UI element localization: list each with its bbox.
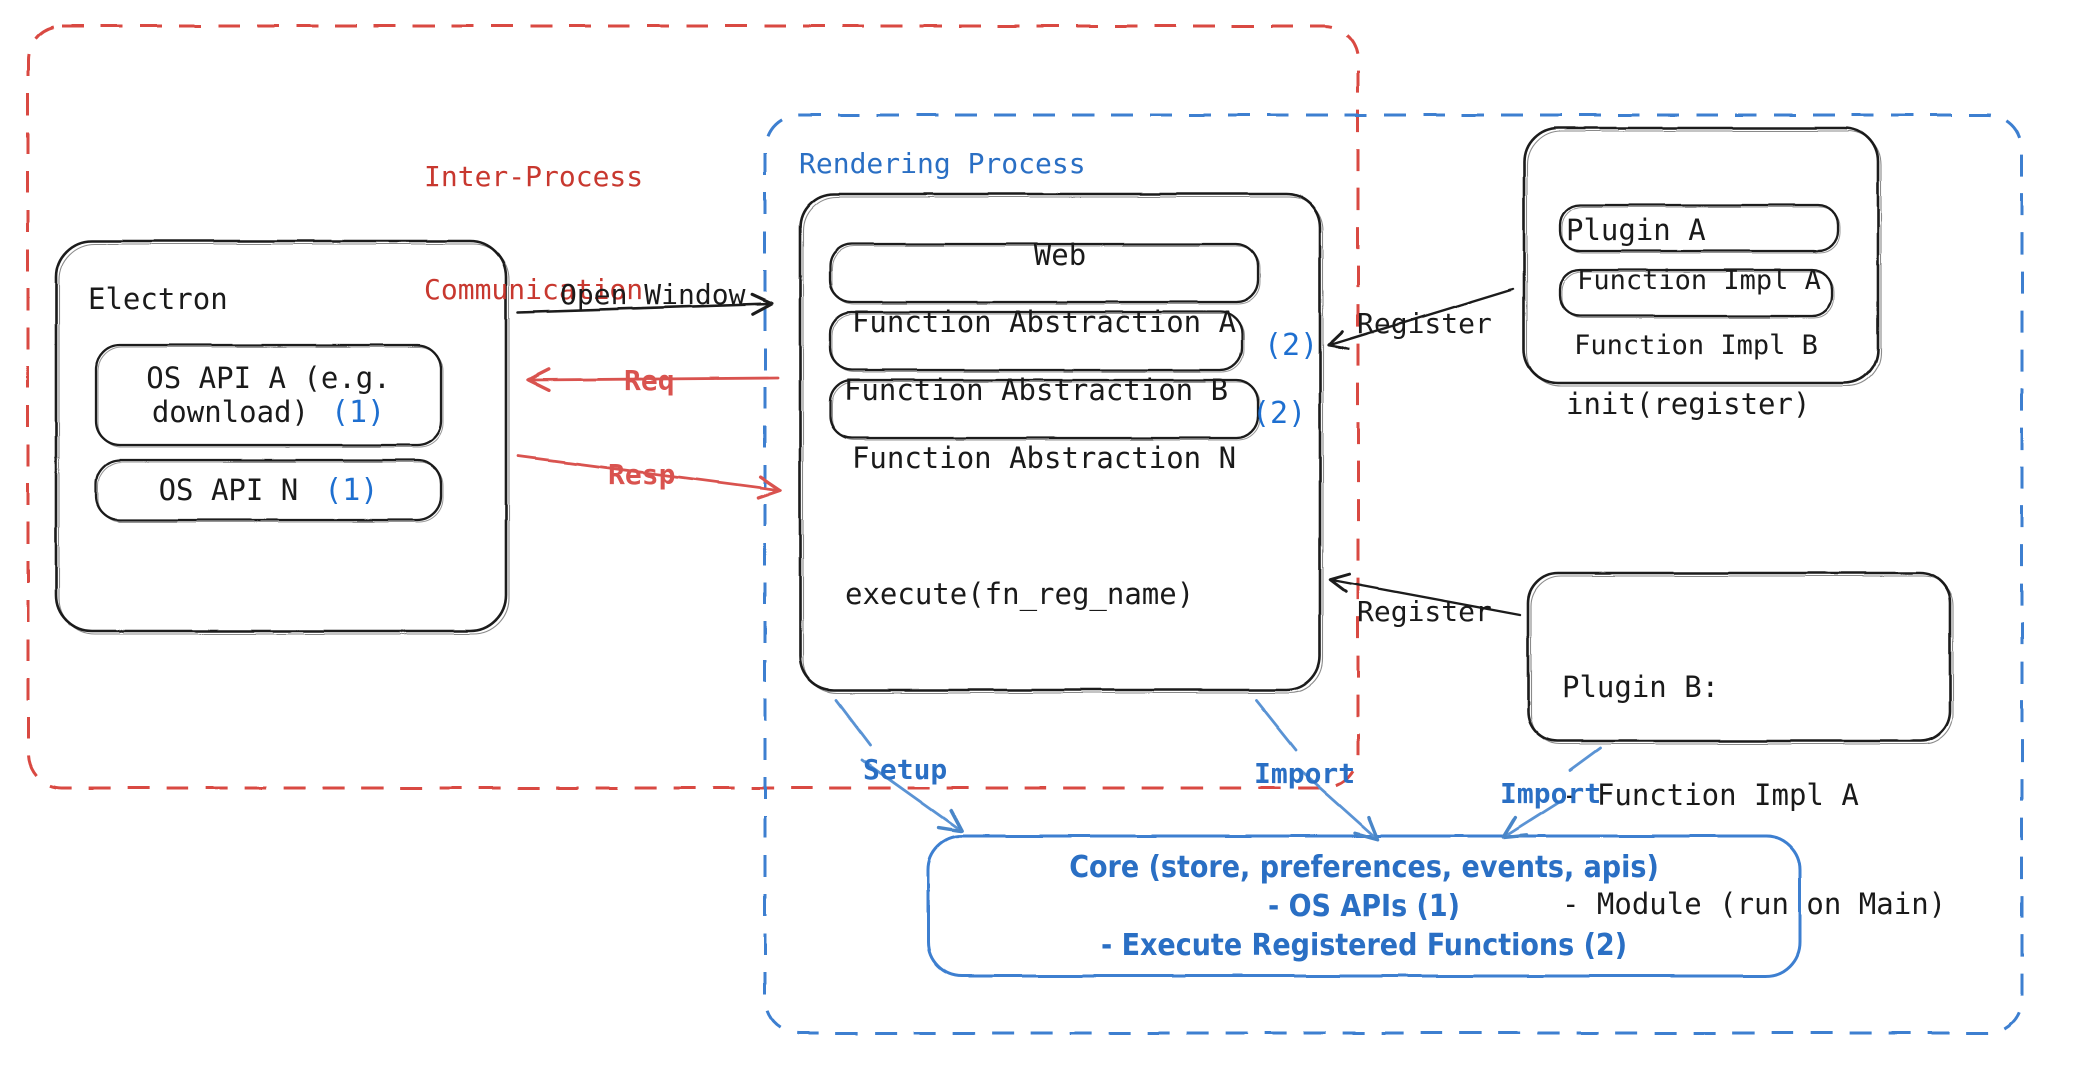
edge-label-register-plugin-a: Register [1357, 307, 1492, 340]
node-fn-abs-a-box [828, 242, 1260, 304]
plugin-b-line-3: - Module (run on Main) [1562, 887, 1947, 921]
os-api-a-line2: download) [151, 394, 309, 429]
node-plugin-a-footer: init(register) [1566, 387, 1811, 421]
node-fn-abs-n-box [828, 378, 1260, 440]
edge-resp [516, 454, 782, 500]
node-fn-impl-b-label: Function Impl B [1560, 322, 1832, 368]
fn-abs-b-text: Function Abstraction B [843, 373, 1229, 407]
edge-label-setup: Setup [863, 753, 948, 786]
node-electron-title: Electron [88, 282, 228, 316]
edge-import-web [1254, 698, 1376, 838]
node-plugin-a-title: Plugin A [1566, 213, 1706, 247]
fn-abs-n-text: Function Abstraction N [851, 441, 1237, 475]
edge-req [526, 367, 780, 393]
fn-impl-b-text: Function Impl B [1574, 329, 1818, 361]
edge-label-req: Req [624, 364, 675, 397]
fn-abs-b-marker: (2) [1252, 396, 1307, 431]
edge-label-register-plugin-b: Register [1357, 595, 1492, 628]
core-line-1: Core (store, preferences, events, apis) [1069, 849, 1659, 885]
os-api-n-text: OS API N [158, 473, 299, 507]
node-fn-impl-b-box [1558, 268, 1834, 318]
edge-open-window [516, 293, 774, 316]
group-rendering-title: Rendering Process [799, 147, 1086, 180]
fn-impl-a-text: Function Impl A [1577, 264, 1821, 296]
edge-label-resp: Resp [608, 458, 676, 491]
node-web-title: Web [800, 235, 1320, 275]
edge-import-plugin-b [1505, 746, 1602, 836]
edge-label-import-plugin-b: Import [1500, 777, 1602, 810]
node-os-api-a-label: OS API A (e.g. download) (1) [96, 345, 441, 445]
node-os-api-n-label: OS API N (1) [96, 460, 441, 520]
node-fn-impl-a-label: Function Impl A [1560, 257, 1838, 303]
core-line-2: - OS APIs (1) [1268, 888, 1460, 924]
edge-register-plugin-a [1326, 287, 1515, 351]
node-fn-abs-n-label: Function Abstraction N [830, 429, 1258, 487]
edge-label-open-window: Open Window [560, 278, 746, 311]
node-electron-box [54, 239, 508, 633]
node-fn-abs-a-label: Function Abstraction A [830, 293, 1258, 351]
os-api-n-marker: (1) [324, 472, 379, 508]
node-core-labels: Core (store, preferences, events, apis) … [928, 836, 1800, 976]
plugin-b-line-2: - Function Impl A [1562, 778, 1859, 813]
edge-setup [834, 698, 960, 830]
node-web-box [798, 192, 1322, 692]
plugin-b-line-1: Plugin B: [1562, 669, 1720, 704]
os-api-a-marker: (1) [330, 394, 386, 430]
node-fn-impl-a-box [1558, 203, 1840, 253]
node-os-api-n-box [94, 458, 443, 522]
os-api-a-line2-row: download) (1) [152, 395, 385, 430]
os-api-a-line1: OS API A (e.g. [146, 360, 391, 395]
edge-register-plugin-b [1328, 572, 1522, 617]
group-rendering-boundary [763, 113, 2024, 1035]
node-os-api-a-box [94, 343, 443, 447]
fn-abs-a-text: Function Abstraction A [851, 305, 1237, 339]
node-web-footer: execute(fn_reg_name) [845, 577, 1195, 611]
group-ipc-title: Inter-Process Communication [424, 159, 644, 306]
core-line-3: - Execute Registered Functions (2) [1100, 927, 1628, 963]
group-ipc-boundary [26, 24, 1360, 790]
node-fn-abs-b-label: Function Abstraction B [830, 361, 1242, 419]
web-title-text: Web [1033, 238, 1087, 272]
fn-abs-a-marker: (2) [1264, 328, 1319, 363]
node-fn-abs-b-box [828, 310, 1244, 372]
edge-label-import-web: Import [1254, 757, 1356, 790]
node-plugin-b-box [1526, 571, 1952, 743]
node-plugin-a-box [1522, 126, 1880, 385]
node-plugin-b-labels: Plugin B: - Function Impl A - Module (ru… [1562, 596, 1946, 995]
